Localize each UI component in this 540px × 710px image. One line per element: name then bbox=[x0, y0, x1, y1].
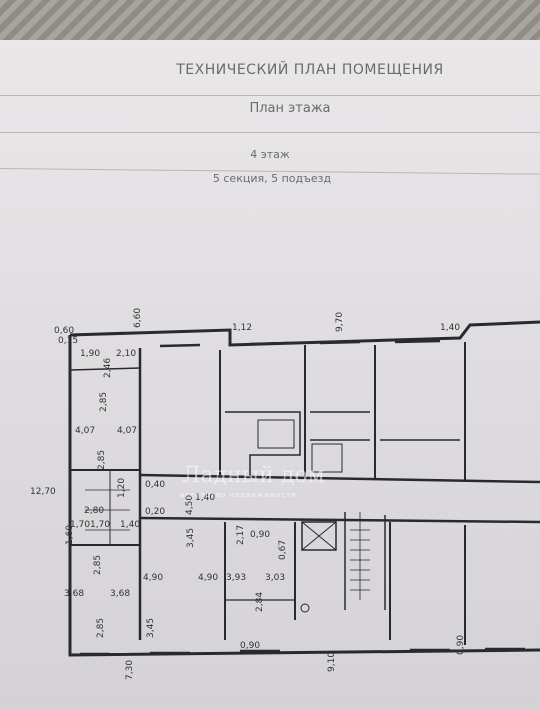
outer-wall-left-bottom bbox=[68, 335, 540, 657]
wall-left-top-room bbox=[69, 367, 141, 371]
dim-label: 2,85 bbox=[93, 555, 103, 575]
dim-label: 2,46 bbox=[103, 358, 113, 378]
dim-label: 0,60 bbox=[54, 326, 74, 336]
dim-label: 0,90 bbox=[456, 635, 466, 655]
dim-label: 3,45 bbox=[146, 618, 156, 638]
corridor-wall-bottom bbox=[139, 516, 540, 524]
dim-label: 2,85 bbox=[99, 392, 109, 412]
dim-label: 6,60 bbox=[133, 308, 143, 328]
dim-label: 1,60 bbox=[65, 525, 75, 545]
dim-label: 0,40 bbox=[145, 480, 165, 490]
dim-label: 1,20 bbox=[117, 478, 127, 498]
header-line-mid bbox=[0, 132, 540, 133]
dim-label: 4,90 bbox=[143, 573, 163, 583]
dim-label: 9,10 bbox=[327, 652, 337, 672]
floor-label: 4 этаж bbox=[250, 148, 290, 161]
section-label: 5 секция, 5 подъезд bbox=[212, 172, 332, 185]
dim-label: 1,40 bbox=[440, 323, 460, 333]
dim-label: 2,10 bbox=[116, 349, 136, 359]
pipe-circle bbox=[300, 603, 310, 613]
dim-label: 2,17 bbox=[236, 525, 246, 545]
dim-label: 0,67 bbox=[278, 540, 288, 560]
dim-label: 2,85 bbox=[96, 618, 106, 638]
wall-left-stairs bbox=[85, 489, 130, 531]
dim-label: 7,30 bbox=[125, 660, 135, 680]
header-line-top bbox=[0, 95, 540, 96]
wall-wc bbox=[310, 411, 370, 441]
stair-steps bbox=[350, 512, 370, 600]
dim-label: 0,15 bbox=[58, 336, 78, 346]
plan-title: План этажа bbox=[249, 101, 331, 116]
dim-label: 9,70 bbox=[335, 312, 345, 332]
windows bbox=[80, 339, 525, 656]
wall-bathroom bbox=[225, 411, 301, 478]
dim-label: 4,50 bbox=[185, 495, 195, 515]
dim-label: 1,70 bbox=[70, 520, 90, 530]
watermark-brand: Ладный дом bbox=[182, 463, 325, 488]
dim-label: 2,84 bbox=[255, 592, 265, 612]
dim-label: 12,70 bbox=[30, 487, 56, 497]
dim-label: 1,90 bbox=[80, 349, 100, 359]
paper-sheet bbox=[0, 40, 540, 710]
watermark-tagline: агентство недвижимости bbox=[180, 491, 297, 499]
corridor-wall-top bbox=[139, 473, 540, 484]
dim-label: 0,90 bbox=[250, 530, 270, 540]
dim-label: 4,07 bbox=[117, 426, 137, 436]
dim-label: 1,70 bbox=[90, 520, 110, 530]
dim-label: 3,03 bbox=[265, 573, 285, 583]
document-title: ТЕХНИЧЕСКИЙ ПЛАН ПОМЕЩЕНИЯ bbox=[176, 62, 444, 78]
dim-label: 3,93 bbox=[226, 573, 246, 583]
dim-label: 3,45 bbox=[186, 528, 196, 548]
bath-fixture bbox=[257, 419, 295, 449]
dim-label: 1,40 bbox=[195, 493, 215, 503]
wc-fixture bbox=[311, 443, 343, 473]
dim-label: 2,85 bbox=[97, 450, 107, 470]
dim-label: 4,07 bbox=[75, 426, 95, 436]
dim-label: 1,12 bbox=[232, 323, 252, 333]
dim-label: 2,80 bbox=[84, 506, 104, 516]
dim-label: 4,90 bbox=[198, 573, 218, 583]
dim-label: 3,68 bbox=[110, 589, 130, 599]
dim-label: 0,20 bbox=[145, 507, 165, 517]
elevator-cross bbox=[301, 521, 337, 551]
dim-label: 0,90 bbox=[240, 641, 260, 651]
elevator-shaft bbox=[301, 521, 337, 551]
dim-label: 3,68 bbox=[64, 589, 84, 599]
stair-walls bbox=[344, 512, 386, 610]
dim-label: 1,40 bbox=[120, 520, 140, 530]
